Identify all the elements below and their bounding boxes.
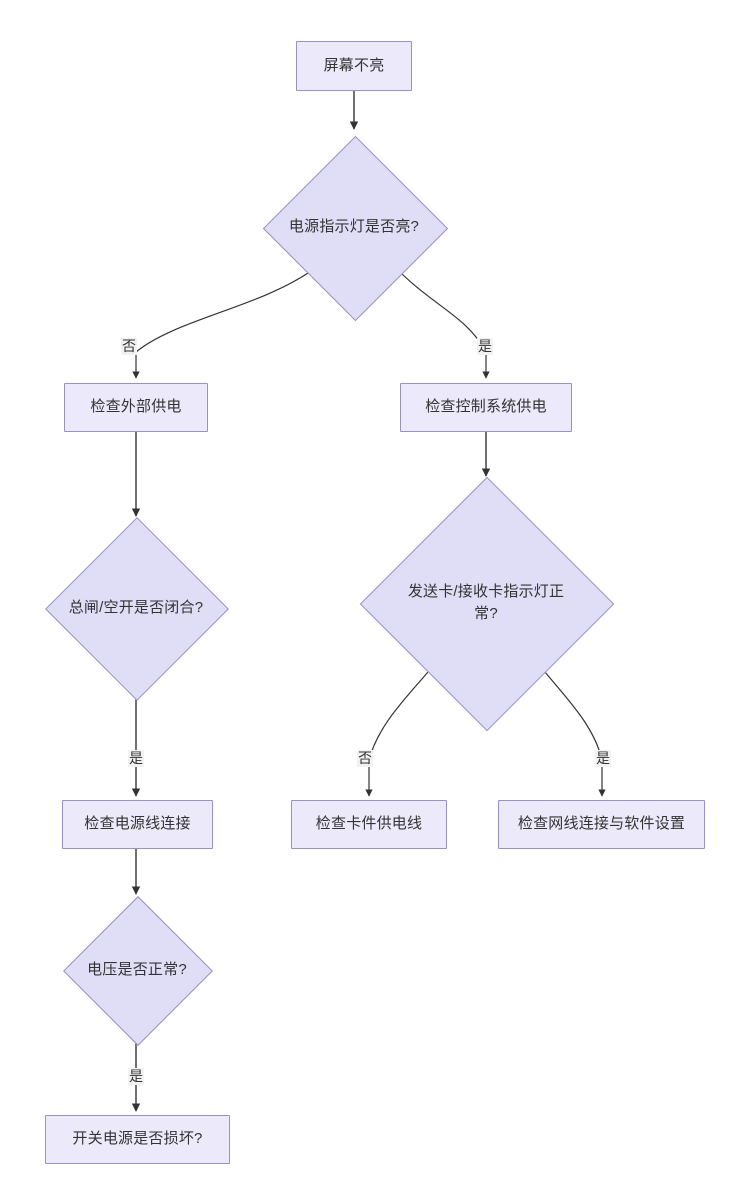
node-label: 电源指示灯是否亮?	[288, 218, 420, 236]
node-check-control-system-power[interactable]: 检查控制系统供电	[400, 383, 572, 432]
node-label-line-2: 常?	[474, 605, 498, 622]
node-check-card-power-line[interactable]: 检查卡件供电线	[291, 800, 447, 849]
node-label: 检查外部供电	[90, 398, 182, 416]
node-label: 发送卡/接收卡指示灯正 常?	[408, 581, 564, 625]
edge-label-no-card-indicator: 否	[357, 750, 373, 767]
node-label: 总闸/空开是否闭合?	[68, 599, 204, 617]
node-voltage-decision[interactable]: 电压是否正常?	[61, 896, 213, 1046]
node-power-indicator-decision[interactable]: 电源指示灯是否亮?	[262, 135, 448, 321]
node-screen-not-lit[interactable]: 屏幕不亮	[296, 41, 412, 91]
node-label: 检查控制系统供电	[425, 398, 547, 416]
node-label: 电压是否正常?	[87, 961, 187, 979]
node-label: 检查网线连接与软件设置	[517, 815, 686, 833]
node-main-breaker-decision[interactable]: 总闸/空开是否闭合?	[44, 517, 229, 701]
node-label-line-1: 发送卡/接收卡指示灯正	[407, 583, 565, 601]
edge-label-yes-main-breaker: 是	[128, 750, 144, 767]
node-label: 屏幕不亮	[323, 56, 385, 74]
node-label: 检查电源线连接	[84, 815, 191, 833]
edge-label-yes-power-indicator: 是	[477, 338, 493, 355]
edge-label-yes-card-indicator: 是	[595, 750, 611, 767]
edge-label-yes-voltage: 是	[128, 1068, 144, 1085]
node-check-external-power[interactable]: 检查外部供电	[64, 383, 208, 432]
node-card-indicator-decision[interactable]: 发送卡/接收卡指示灯正 常?	[359, 476, 615, 732]
node-power-supply-damaged[interactable]: 开关电源是否损坏?	[45, 1115, 230, 1164]
node-check-network-and-software[interactable]: 检查网线连接与软件设置	[498, 800, 705, 849]
node-label: 检查卡件供电线	[315, 815, 423, 833]
edge-label-no-power-indicator: 否	[121, 338, 137, 355]
node-label: 开关电源是否损坏?	[72, 1130, 203, 1148]
node-check-power-cable[interactable]: 检查电源线连接	[62, 800, 213, 849]
